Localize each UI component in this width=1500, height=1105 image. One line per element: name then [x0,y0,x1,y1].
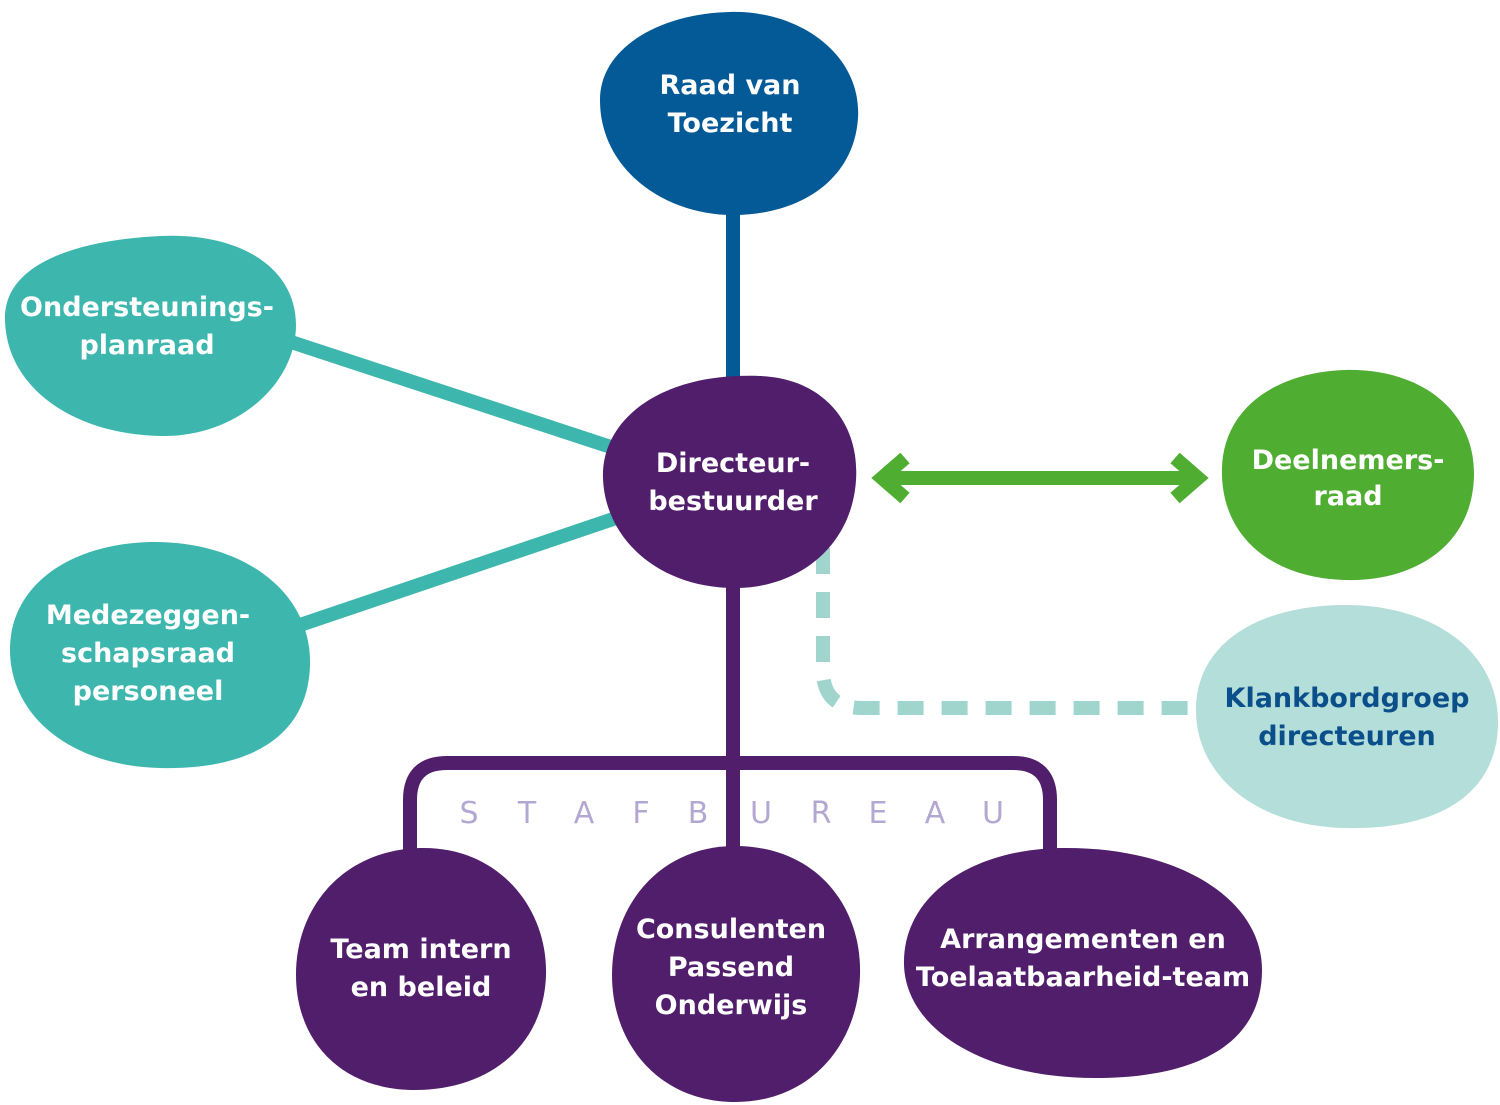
node-label: raad [1313,481,1382,512]
node-directeur-bestuurder: Directeur- bestuurder [602,375,857,588]
blob-shape [5,235,296,437]
connector-directeur-klankbord-dashed [816,548,1200,715]
node-label: Klankbordgroep [1225,683,1470,714]
node-label: personeel [73,676,224,707]
stafbureau-letter: T [517,796,537,831]
node-arrangementen: Arrangementen en Toelaatbaarheid-team [903,847,1262,1078]
node-label: Team intern [330,934,511,965]
node-label: Toelaatbaarheid-team [916,962,1250,993]
stafbureau-letter: A [574,796,595,831]
double-arrow-icon [871,452,1209,504]
blob-shape [10,541,311,769]
node-label: Medezeggen- [46,600,250,631]
stafbureau-letter: B [688,796,709,831]
node-label: schapsraad [61,638,235,669]
stafbureau-letter: E [869,796,888,831]
stafbureau-bracket [403,756,1057,860]
blob-shape [1196,604,1499,829]
blob-shape [296,847,547,1090]
node-label: directeuren [1258,721,1436,752]
node-team-intern: Team intern en beleid [296,847,547,1090]
blob-shape [602,375,857,588]
node-label: Deelnemers- [1252,445,1445,476]
node-consulenten: Consulenten Passend Onderwijs [612,846,861,1102]
node-label: Arrangementen en [940,924,1226,955]
connector-medezeggen-directeur [297,508,628,632]
node-label: planraad [79,330,214,361]
node-label: Ondersteunings- [20,292,274,323]
node-label: Passend [668,952,794,983]
stafbureau-letter: S [459,796,478,831]
blob-shape [600,11,859,216]
node-label: en beleid [351,972,492,1003]
stafbureau-letter: F [632,796,649,831]
node-deelnemersraad: Deelnemers- raad [1221,369,1475,581]
node-klankbordgroep: Klankbordgroep directeuren [1196,604,1499,829]
stafbureau-letter: R [811,796,832,831]
stafbureau-letter: A [925,796,946,831]
node-label: Toezicht [668,108,793,139]
node-label: Raad van [660,70,801,101]
stafbureau-letter: U [750,796,772,831]
node-label: Consulenten [636,914,826,945]
blob-shape [903,847,1262,1078]
node-raad-van-toezicht: Raad van Toezicht [600,11,859,216]
node-ondersteuningsplanraad: Ondersteunings- planraad [5,235,296,437]
blob-shape [612,846,861,1102]
stafbureau-letter: U [982,796,1004,831]
connector-ondersteuning-directeur [282,333,623,457]
node-medezeggenschapsraad: Medezeggen- schapsraad personeel [10,541,311,769]
node-label: bestuurder [648,486,818,517]
node-label: Onderwijs [655,990,808,1021]
blob-shape [1221,369,1475,581]
stafbureau-label: S T A F B U R E A U [459,796,1004,831]
node-label: Directeur- [656,448,810,479]
